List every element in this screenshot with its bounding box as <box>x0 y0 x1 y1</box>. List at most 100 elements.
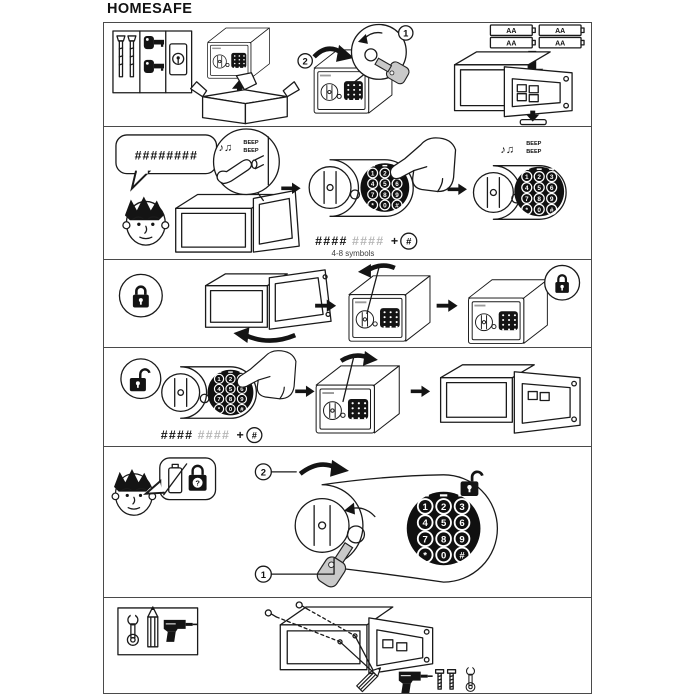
wall-anchor-icon <box>264 600 308 618</box>
keyway <box>346 524 366 544</box>
svg-text:+: + <box>236 428 244 442</box>
arrow-right-icon <box>295 385 315 397</box>
panel-locking <box>104 258 591 347</box>
svg-text:0: 0 <box>441 550 446 561</box>
svg-text:BEEP: BEEP <box>243 147 258 153</box>
problem-person: ? <box>111 456 217 516</box>
led-indicator <box>349 188 361 200</box>
svg-text:2: 2 <box>383 170 387 177</box>
svg-text:9: 9 <box>240 397 244 403</box>
arrow-right-icon <box>436 299 458 312</box>
unpacking-illustration: 2 1 AA <box>112 23 585 126</box>
svg-text:#: # <box>395 202 399 209</box>
key-dial <box>161 372 201 412</box>
face-icon <box>122 195 170 246</box>
wrench-icon <box>465 664 476 692</box>
mounting-illustration <box>117 600 476 694</box>
closing-door-safe <box>204 268 332 343</box>
screws-icon <box>116 35 137 78</box>
svg-text:3: 3 <box>550 174 554 181</box>
instruction-sheet: 2 1 AA <box>103 22 592 694</box>
svg-text:AA: AA <box>506 40 516 47</box>
dead-battery-icon <box>163 462 188 495</box>
pencil-icon <box>147 605 159 648</box>
open-safe <box>453 51 573 126</box>
screw-icon <box>446 668 457 690</box>
svg-text:2: 2 <box>229 377 233 383</box>
locked-safe <box>468 264 581 344</box>
svg-text:#: # <box>252 430 257 440</box>
unboxing-safe <box>189 27 300 125</box>
svg-text:9: 9 <box>550 196 554 203</box>
key-turn-safe <box>315 350 400 434</box>
override-key-icon <box>316 541 354 588</box>
svg-text:4-8 symbols: 4-8 symbols <box>332 249 375 258</box>
locking-illustration <box>118 262 581 344</box>
svg-text:BEEP: BEEP <box>243 139 258 145</box>
door-back <box>252 189 300 253</box>
svg-text:2: 2 <box>441 502 446 513</box>
keyway <box>364 48 378 62</box>
svg-text:5: 5 <box>441 518 447 529</box>
svg-text:8: 8 <box>383 191 387 198</box>
svg-text:1: 1 <box>261 570 266 581</box>
svg-text:1: 1 <box>217 377 221 383</box>
svg-text:BEEP: BEEP <box>526 148 541 154</box>
svg-text:####: #### <box>161 428 193 442</box>
svg-text:6: 6 <box>240 387 244 393</box>
key-icon <box>374 57 410 85</box>
svg-text:1: 1 <box>525 174 529 181</box>
opened-safe <box>439 363 581 434</box>
panel-mounting <box>104 596 591 694</box>
confirm-key-circle <box>246 426 263 443</box>
svg-text:0: 0 <box>229 407 233 413</box>
svg-text:8: 8 <box>229 397 233 403</box>
svg-text:2: 2 <box>303 56 308 67</box>
svg-text:5: 5 <box>383 181 387 188</box>
svg-text:6: 6 <box>395 181 399 188</box>
unlock-with-key-step: 2 1 <box>297 23 414 114</box>
svg-text:9: 9 <box>459 534 464 545</box>
svg-text:0: 0 <box>537 206 541 213</box>
svg-text:2: 2 <box>537 174 541 181</box>
svg-text:7: 7 <box>217 397 221 403</box>
turn-arrow <box>365 262 396 273</box>
svg-text:4: 4 <box>371 181 375 188</box>
svg-text:4: 4 <box>217 387 221 393</box>
key-dial <box>308 165 352 209</box>
svg-text:7: 7 <box>525 196 529 203</box>
key-dial <box>472 171 514 213</box>
override-lock-plate-icon <box>169 43 188 76</box>
svg-text:*: * <box>371 202 374 209</box>
svg-text:3: 3 <box>459 502 464 513</box>
reset-button-safe: ♪♫ BEEP BEEP <box>175 127 300 253</box>
svg-text:5: 5 <box>537 185 541 192</box>
step-1-badge <box>397 25 414 41</box>
svg-text:AA: AA <box>555 28 565 35</box>
svg-text:4: 4 <box>525 185 529 192</box>
svg-text:8: 8 <box>537 196 541 203</box>
step-2-badge <box>297 53 313 69</box>
arrow-down-small-icon <box>526 110 540 122</box>
reset-button-icon <box>251 154 264 169</box>
music-notes-icon: ♪♫ <box>219 141 233 153</box>
svg-text:4: 4 <box>423 518 429 529</box>
svg-text:AA: AA <box>506 28 516 35</box>
panel-unpacking: 2 1 AA <box>104 23 591 126</box>
svg-text:####: #### <box>315 234 347 248</box>
svg-text:####: #### <box>352 234 384 248</box>
set-code-illustration: #### #### ♪♫ BEEP BEEP <box>115 127 567 258</box>
svg-text:+: + <box>391 234 399 248</box>
svg-text:1: 1 <box>403 28 408 39</box>
svg-text:#: # <box>550 206 554 213</box>
arrow-right-icon <box>410 385 431 397</box>
